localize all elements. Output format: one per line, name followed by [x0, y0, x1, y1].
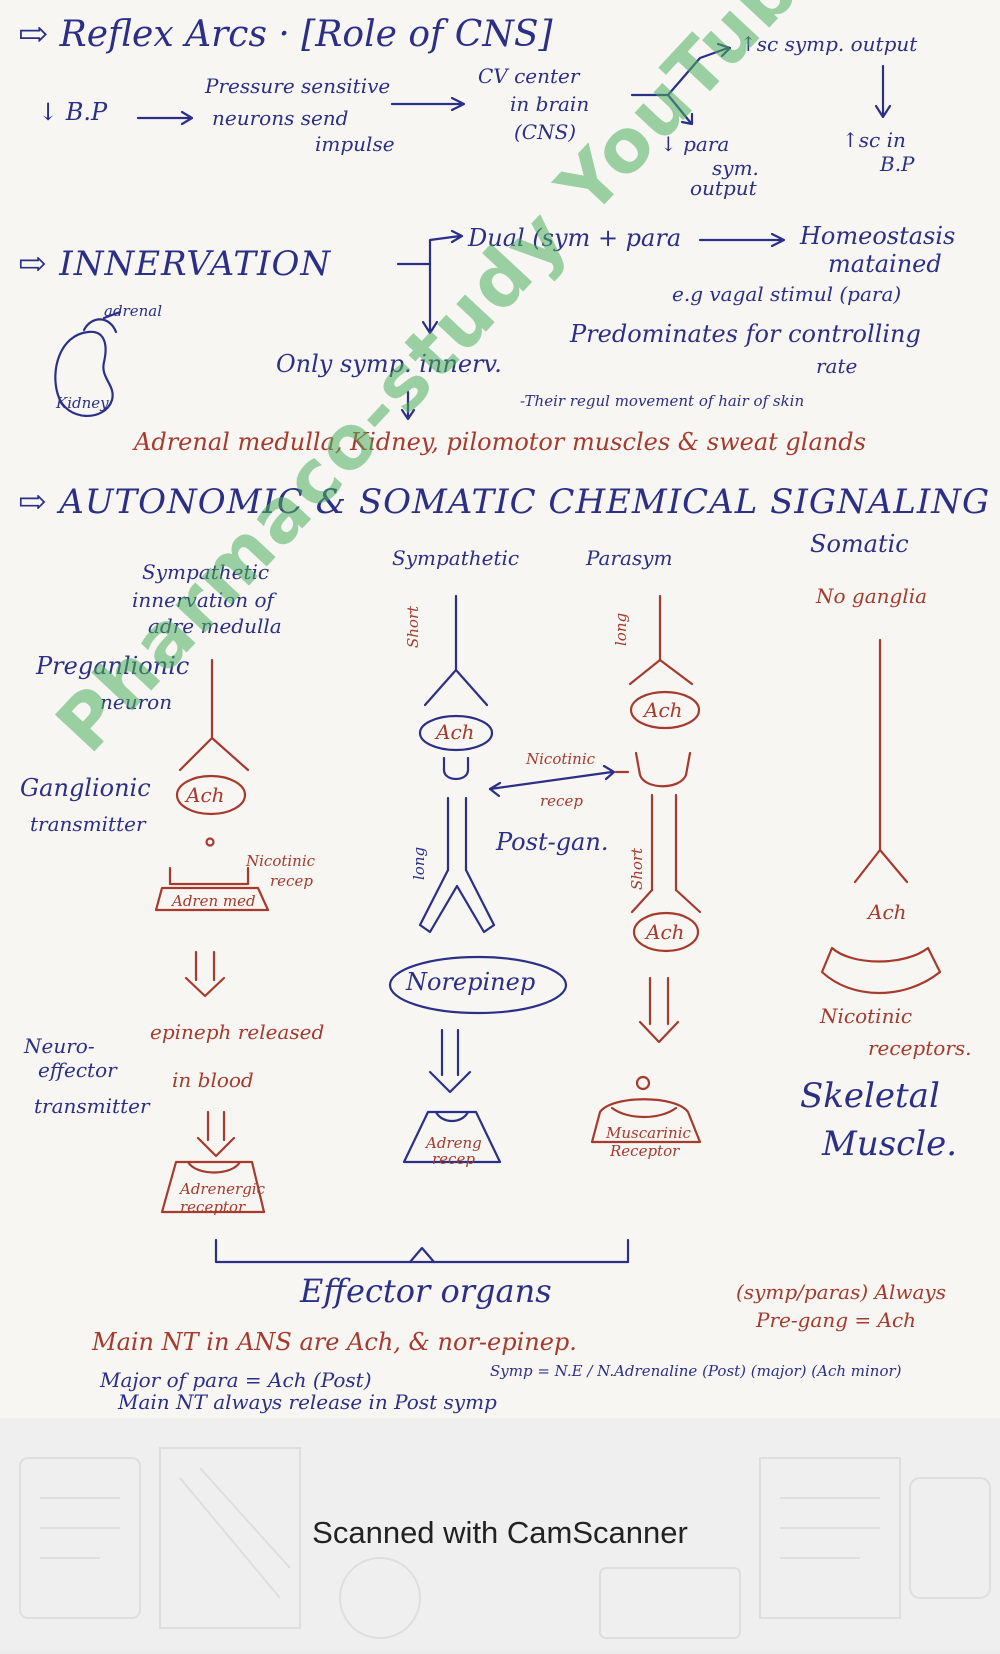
handwritten-diagram-strokes	[54, 42, 942, 1264]
ach-somatic: Ach	[868, 900, 907, 924]
ganglionic-2: transmitter	[30, 812, 146, 836]
ach-symp: Ach	[436, 720, 475, 744]
neuroeffector-2: effector	[38, 1058, 117, 1082]
adreng-recep-2: recep	[432, 1150, 475, 1168]
cv-center-1: CV center	[478, 64, 580, 88]
col2-header: Sympathetic	[392, 546, 520, 570]
col3-header: Parasym	[586, 546, 673, 570]
short-label-symp: Short	[404, 605, 422, 648]
tsc-bp-1: ↑sc in	[842, 128, 906, 152]
nicotinic-recep-mid-1: Nicotinic	[526, 750, 596, 768]
tsc-bp-2: B.P	[880, 152, 915, 176]
short-label-para: Short	[628, 847, 646, 890]
signaling-title: ⇨ AUTONOMIC & SOMATIC CHEMICAL SIGNALING	[18, 482, 991, 522]
muscarinic-receptor-2: Receptor	[610, 1142, 680, 1160]
bp-label: ↓ B.P	[38, 98, 108, 126]
vagal-stimulation: e.g vagal stimul (para)	[672, 282, 902, 306]
ganglionic-1: Ganglionic	[20, 774, 151, 802]
only-symp-innervation: Only symp. innerv.	[276, 350, 502, 378]
para-output-3: output	[690, 176, 757, 200]
always-release-post: Main NT always release in Post symp	[118, 1390, 497, 1414]
nicotinic-recep-col1-2: recep	[270, 872, 313, 890]
always-pre-gang-2: Pre-gang = Ach	[756, 1308, 917, 1332]
homeostasis-2: matained	[828, 250, 942, 278]
pressure-text-3: impulse	[315, 132, 395, 156]
preganglionic-1: Preganlionic	[36, 652, 190, 680]
ach-col1: Ach	[186, 783, 225, 807]
skeletal-1: Skeletal	[800, 1076, 940, 1116]
norepinep-label: Norepinep	[406, 968, 536, 996]
symp-ne: Symp = N.E / N.Adrenaline (Post) (major)…	[490, 1362, 902, 1380]
adrenal-label: adrenal	[104, 302, 162, 320]
post-gan-label: Post-gan.	[496, 828, 609, 856]
predominates-1: Predominates for controlling	[570, 320, 921, 348]
neuroeffector-3: transmitter	[34, 1094, 150, 1118]
major-para: Major of para = Ach (Post)	[100, 1368, 372, 1392]
scanned-note-page: ⇨ Reflex Arcs · [Role of CNS] ↓ B.P Pres…	[0, 0, 1000, 1418]
ach-para-pre: Ach	[644, 698, 683, 722]
ach-para-post: Ach	[646, 920, 685, 944]
nicotinic-recep-col1-1: Nicotinic	[246, 852, 316, 870]
nicotinic-receptors-1: Nicotinic	[820, 1004, 913, 1028]
col1-header-2: innervation of	[132, 588, 274, 612]
dual-innervation: Dual (sym + para	[468, 224, 682, 252]
predominates-2: rate	[816, 354, 858, 378]
symp-only-organs: Adrenal medulla, Kidney, pilomotor muscl…	[134, 428, 866, 456]
col4-header: Somatic	[810, 530, 909, 558]
neuroeffector-1: Neuro-	[24, 1034, 95, 1058]
preganglionic-2: neuron	[100, 690, 173, 714]
cv-center-3: (CNS)	[514, 120, 577, 144]
muscarinic-receptor-1: Muscarinic	[606, 1124, 691, 1142]
innervation-title: ⇨ INNERVATION	[18, 244, 332, 284]
adren-med-label: Adren med	[172, 892, 256, 910]
hair-note: -Their regul movement of hair of skin	[520, 392, 805, 410]
epineph-released-1: epineph released	[150, 1020, 325, 1044]
cv-center-2: in brain	[510, 92, 590, 116]
footer-decorative-pattern	[19, 1447, 991, 1639]
scanner-footer	[0, 1418, 1000, 1650]
col1-header-3: adre medulla	[148, 614, 282, 638]
nicotinic-receptors-2: receptors.	[868, 1036, 972, 1060]
scanned-with-camscanner: Scanned with CamScanner	[312, 1515, 688, 1550]
para-output-1: ↓ para	[660, 132, 730, 156]
adreng-recep-1: Adreng	[426, 1134, 482, 1152]
col1-header-1: Sympathetic	[142, 560, 270, 584]
long-label-para: long	[612, 612, 630, 646]
skeletal-2: Muscle.	[822, 1124, 958, 1164]
epineph-released-2: in blood	[172, 1068, 254, 1092]
symp-output: ↑sc symp. output	[740, 32, 918, 56]
nicotinic-recep-mid-2: recep	[540, 792, 583, 810]
main-nt-ans: Main NT in ANS are Ach, & nor-epinep.	[92, 1328, 577, 1356]
para-output-2: sym.	[712, 156, 759, 180]
long-label-symp: long	[410, 846, 428, 880]
adrenergic-receptor-1: Adrenergic	[180, 1180, 265, 1198]
pressure-text-1: Pressure sensitive	[205, 74, 391, 98]
no-ganglia: No ganglia	[816, 584, 928, 608]
always-pre-gang-1: (symp/paras) Always	[736, 1280, 946, 1304]
reflex-arcs-title: ⇨ Reflex Arcs · [Role of CNS]	[18, 14, 553, 55]
kidney-label: Kidney	[56, 394, 109, 412]
pressure-text-2: neurons send	[212, 106, 349, 130]
effector-organs: Effector organs	[300, 1272, 552, 1310]
adrenergic-receptor-2: receptor	[180, 1198, 246, 1216]
homeostasis-1: Homeostasis	[800, 222, 956, 250]
